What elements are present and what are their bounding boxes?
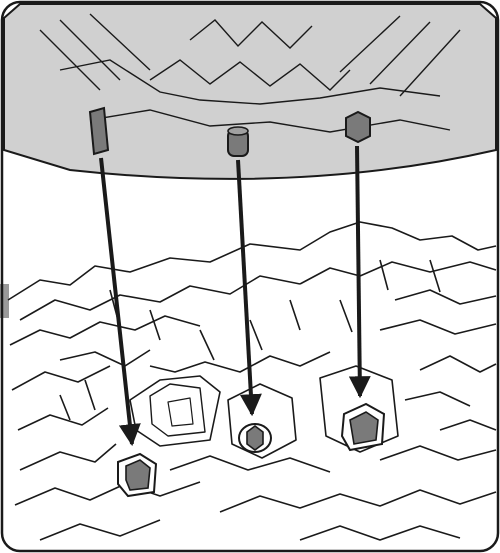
round-post-part [228,127,248,156]
hexagonal-post-part [346,112,370,142]
arrow-round-post [238,160,252,414]
arrow-square-post [101,158,132,444]
square-socket [118,454,156,496]
arrow-hexagonal-post [357,146,360,396]
square-post-part [90,108,108,154]
hexagonal-socket [239,424,271,452]
